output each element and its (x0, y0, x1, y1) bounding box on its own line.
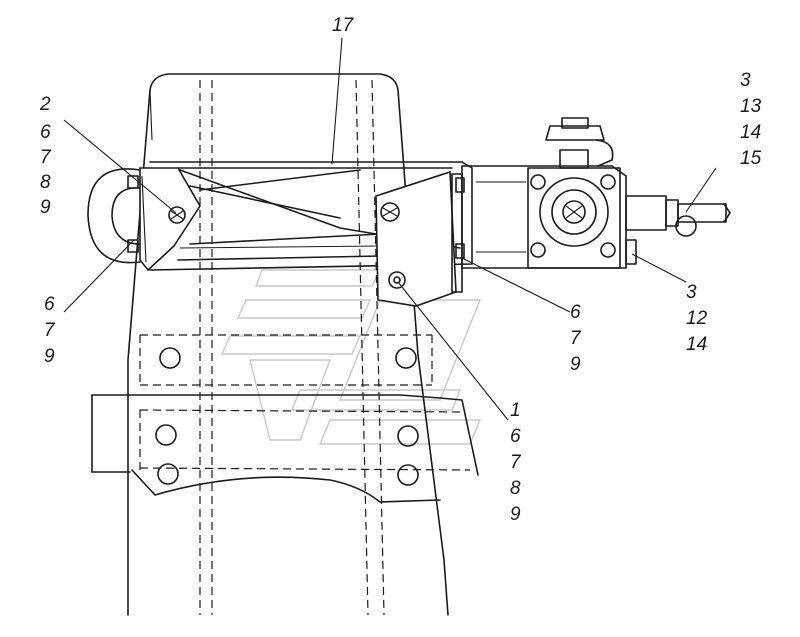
bolt-head (168, 206, 186, 224)
bolt (530, 242, 546, 258)
callout-label: 14 (740, 122, 761, 143)
callout-17: 17 (332, 15, 355, 36)
crossmember-plate (91, 334, 479, 503)
callout-label: 8 (40, 172, 51, 193)
bolt (600, 174, 616, 190)
callout-label: 12 (686, 308, 708, 329)
bolt-center (393, 276, 401, 284)
callout-label: 13 (740, 96, 762, 117)
callout-group-center-low: 1 6 7 8 9 (510, 400, 522, 525)
callout-group-right-mid: 3 12 14 (686, 282, 708, 355)
leader-lines (63, 37, 717, 421)
callout-label: 15 (740, 148, 762, 169)
cap-body (559, 149, 589, 169)
valve-disc (539, 177, 609, 247)
outlet-fitting (625, 195, 731, 265)
callout-label: 9 (570, 354, 581, 375)
tow-eye (87, 168, 141, 264)
valve-center-bolt (562, 200, 586, 224)
small-nut (625, 239, 637, 265)
hole (397, 425, 419, 447)
callout-label: 8 (510, 478, 521, 499)
callout-label: 9 (44, 346, 55, 367)
callout-label: 6 (510, 426, 521, 447)
callout-label: 9 (510, 504, 521, 525)
callout-group-left-upper: 2 6 7 8 9 (39, 94, 52, 218)
nut (455, 177, 465, 193)
right-bracket (375, 170, 465, 307)
callout-label: 7 (570, 328, 582, 349)
hole (155, 424, 177, 446)
callout-label: 6 (570, 302, 581, 323)
valve-disc-inner (551, 189, 597, 235)
hole (159, 347, 181, 369)
bolt (600, 242, 616, 258)
valve-housing (461, 165, 627, 269)
callout-label: 3 (686, 282, 697, 303)
fitting-pipe (677, 203, 727, 223)
hole (397, 464, 419, 486)
hole (395, 347, 417, 369)
callout-label: 2 (39, 94, 51, 115)
callout-label: 7 (40, 147, 52, 168)
cap-nut (561, 117, 589, 129)
fitting-body (625, 195, 667, 231)
callout-label: 17 (332, 15, 355, 36)
callout-label: 1 (510, 400, 521, 421)
nut (455, 243, 465, 259)
callout-label: 3 (740, 70, 751, 91)
frame-rail (127, 73, 449, 616)
callout-label: 6 (40, 122, 51, 143)
callout-label: 14 (686, 334, 707, 355)
callout-label: 6 (44, 294, 55, 315)
bolt (530, 174, 546, 190)
top-cap (545, 117, 614, 169)
valve-flange (527, 167, 621, 269)
callout-label: 9 (40, 197, 51, 218)
hole (157, 463, 179, 485)
callout-label: 7 (44, 320, 56, 341)
cylinder-body (149, 161, 473, 271)
watermark-logo (220, 269, 482, 445)
callout-label: 7 (510, 452, 522, 473)
callout-group-center-mid: 6 7 9 (570, 302, 582, 375)
callout-group-left-lower: 6 7 9 (44, 294, 56, 367)
banjo-ring (675, 215, 697, 237)
bolt-head (388, 271, 406, 289)
callout-group-right-top: 3 13 14 15 (740, 70, 762, 169)
bolt-head (380, 202, 400, 222)
